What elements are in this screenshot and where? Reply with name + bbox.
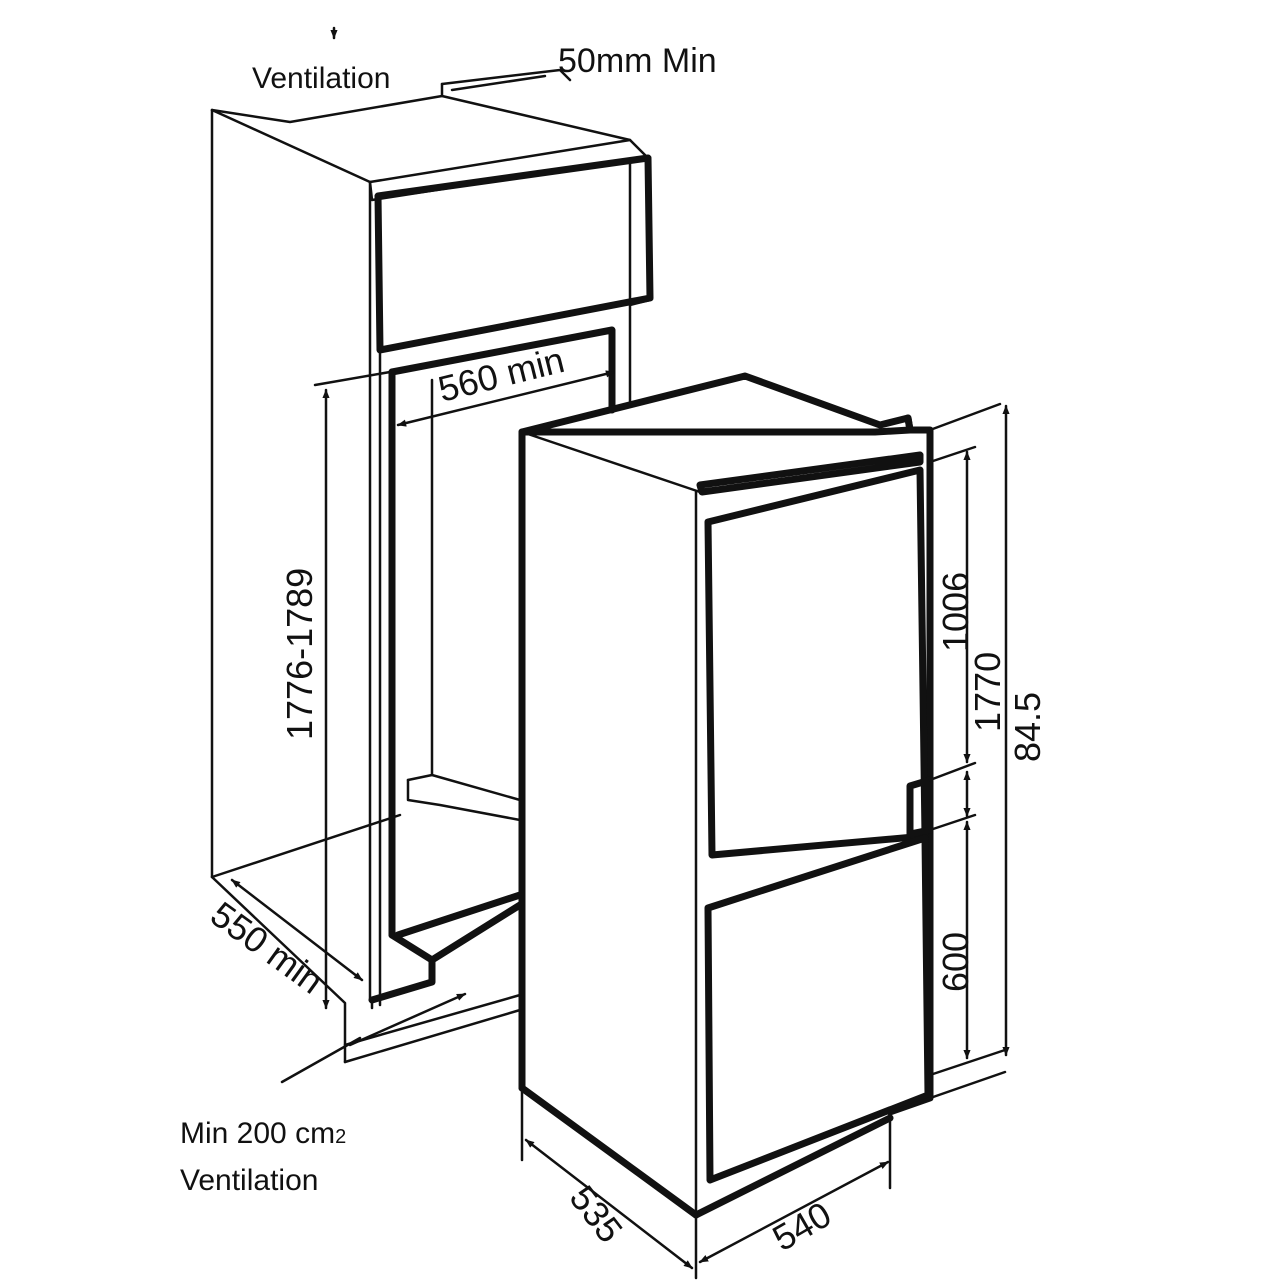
niche-floor-back [406,773,522,802]
cabinet-plinth-top [343,993,522,1047]
upper-door-ext-top [928,445,977,464]
upper-door-height-label: 1006 [935,572,976,652]
appliance-depth-label: 535 [562,1178,631,1251]
dimension-lines [230,26,1010,1280]
appliance-top-cap [696,451,924,496]
cabinet-top-right-edge [440,94,632,142]
niche-bottom-sill-back [394,891,524,939]
bottom-ventilation-arrow [348,992,467,1047]
lower-door-height-label: 600 [935,932,976,992]
appliance-width-dim-line [698,1160,890,1264]
height-ext-top [928,402,1002,432]
cabinet-top-left-edge [210,108,372,184]
cabinet-floor-back [210,813,402,879]
side-dim-label: 84.5 [1007,692,1048,762]
fridge-appliance [518,372,934,1219]
appliance-depth-dim-line [524,1138,694,1270]
cabinet-top-door [374,154,654,354]
bottom-vent-label-line1: Min 200 cm2 [180,1117,346,1150]
gap-top-label: 50mm Min [558,42,717,80]
top-vent-gap-lines [440,68,572,86]
appliance-width-label: 540 [766,1193,839,1259]
appliance-top-front-edge [520,430,702,494]
bottom-vent-label-line2: Ventilation [180,1164,318,1197]
niche-bottom-step [368,956,436,1004]
cabinet-plinth-bottom [343,1008,522,1064]
appliance-bottom-right-edge [692,1114,894,1219]
labels: Ventilation 50mm Min 560 min 1776-1789 5… [180,42,1048,1259]
upper-door [704,466,929,859]
top-vent-gap-inner [450,74,547,92]
niche-depth-dim-line [230,878,364,982]
lower-door [704,834,932,1184]
ventilation-top-label: Ventilation [252,62,390,95]
bottom-right-ext [888,1070,1007,1114]
niche-floor-step [406,778,522,822]
door-separator [906,776,934,838]
cabinet-top-back-edge [210,82,444,124]
lower-door-ext-top [928,813,977,832]
lower-door-ext-bottom [928,1048,1007,1077]
cabinet-niche [210,68,654,1064]
bottom-vent-leader [280,1036,362,1084]
upper-door-ext-bottom [928,761,977,782]
appliance-height-label: 1770 [967,652,1008,732]
niche-width-ext-left [313,370,392,387]
niche-depth-label: 550 min [203,893,331,1001]
appliance-top-face [518,372,914,436]
bottom-vent-unit-subscript: 2 [335,1126,346,1148]
niche-height-label: 1776-1789 [279,568,320,740]
niche-width-dim-line [396,370,616,427]
